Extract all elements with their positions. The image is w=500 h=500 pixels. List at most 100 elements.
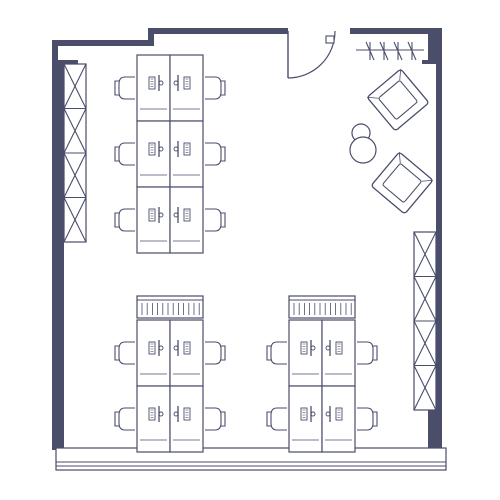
storage-frame <box>136 295 204 319</box>
workstation-device <box>173 406 191 422</box>
shelf-cross <box>63 152 87 198</box>
chair <box>114 142 135 166</box>
armchair-seat <box>378 80 418 120</box>
armchair-seat <box>382 163 422 203</box>
wall-top-middle <box>148 28 288 34</box>
chair-seat <box>118 76 135 100</box>
workstation-device <box>148 207 164 223</box>
workstation-device <box>148 340 164 356</box>
chair-seat <box>270 341 287 365</box>
keyboard <box>183 208 191 222</box>
mouse <box>173 411 179 417</box>
shelving-units <box>63 63 437 411</box>
wall-left <box>52 40 58 418</box>
mouse <box>173 146 179 152</box>
workstation-device <box>173 207 191 223</box>
wall-top-left <box>52 40 152 46</box>
desk-cluster-top-left <box>114 54 226 254</box>
keyboard <box>183 76 191 90</box>
shelf-cross <box>413 320 437 366</box>
desk-cluster-bottom-left <box>114 295 226 453</box>
shelf-cross <box>413 365 437 411</box>
mouse <box>158 411 164 417</box>
mouse <box>158 80 164 86</box>
storage-unit <box>136 295 204 319</box>
chair <box>205 407 226 431</box>
wall-notch <box>148 28 154 46</box>
armchair-top <box>366 68 429 131</box>
workstation-device <box>325 340 343 356</box>
workstation-device <box>173 141 191 157</box>
shelf-cross <box>63 63 87 109</box>
chair-seat <box>270 407 287 431</box>
shelf-cross <box>413 231 437 277</box>
chair-seat <box>118 208 135 232</box>
desk <box>169 319 204 387</box>
keyboard <box>300 341 308 355</box>
shelving-unit-left <box>63 63 87 243</box>
chair-seat <box>357 341 374 365</box>
chair-back <box>266 411 271 427</box>
mouse <box>158 146 164 152</box>
chair <box>205 142 226 166</box>
armchair-frame <box>371 152 433 214</box>
chair-back <box>221 80 226 96</box>
chair-seat <box>118 341 135 365</box>
wall-top-right <box>350 28 434 34</box>
mouse <box>310 411 316 417</box>
keyboard <box>148 142 156 156</box>
chair-back <box>221 146 226 162</box>
chair-back <box>221 212 226 228</box>
chair-seat <box>118 142 135 166</box>
wall-left-ledge <box>64 60 78 64</box>
keyboard <box>148 208 156 222</box>
mouse <box>325 411 331 417</box>
armchair-corner <box>366 96 379 99</box>
keyboard <box>148 76 156 90</box>
shelf-cross <box>63 108 87 154</box>
chair <box>357 407 378 431</box>
workstation-device <box>325 406 343 422</box>
window <box>55 447 447 471</box>
wall-right <box>436 28 442 448</box>
armchair-frame <box>367 69 429 131</box>
chair <box>266 341 287 365</box>
storage-unit <box>288 295 356 319</box>
chair-back <box>221 345 226 361</box>
keyboard <box>183 341 191 355</box>
door-stop <box>325 35 335 44</box>
chair-seat <box>205 208 222 232</box>
workstation-device <box>300 340 316 356</box>
door <box>287 30 424 79</box>
workstation-device <box>173 75 191 91</box>
chair-seat <box>118 407 135 431</box>
chair-back <box>114 146 119 162</box>
chair <box>205 76 226 100</box>
wall-right-ledge <box>422 60 436 64</box>
chair <box>114 341 135 365</box>
chair-back <box>266 345 271 361</box>
window-frame <box>55 447 447 471</box>
chair <box>205 208 226 232</box>
shelving-unit-right <box>413 231 437 411</box>
chair-seat <box>205 407 222 431</box>
mouse <box>173 345 179 351</box>
armchair-corner <box>399 68 402 81</box>
shelf-cross <box>63 197 87 243</box>
keyboard <box>183 407 191 421</box>
workstation-device <box>148 75 164 91</box>
chair <box>266 407 287 431</box>
workstation-device <box>148 406 164 422</box>
armchair-corner <box>398 151 401 164</box>
mouse <box>310 345 316 351</box>
workstation-device <box>300 406 316 422</box>
keyboard <box>183 142 191 156</box>
workstation-device <box>173 340 191 356</box>
keyboard <box>335 407 343 421</box>
chair-seat <box>205 76 222 100</box>
armchair-bottom <box>371 151 434 214</box>
chair-seat <box>205 341 222 365</box>
shelf-cross <box>413 276 437 322</box>
mouse <box>158 212 164 218</box>
